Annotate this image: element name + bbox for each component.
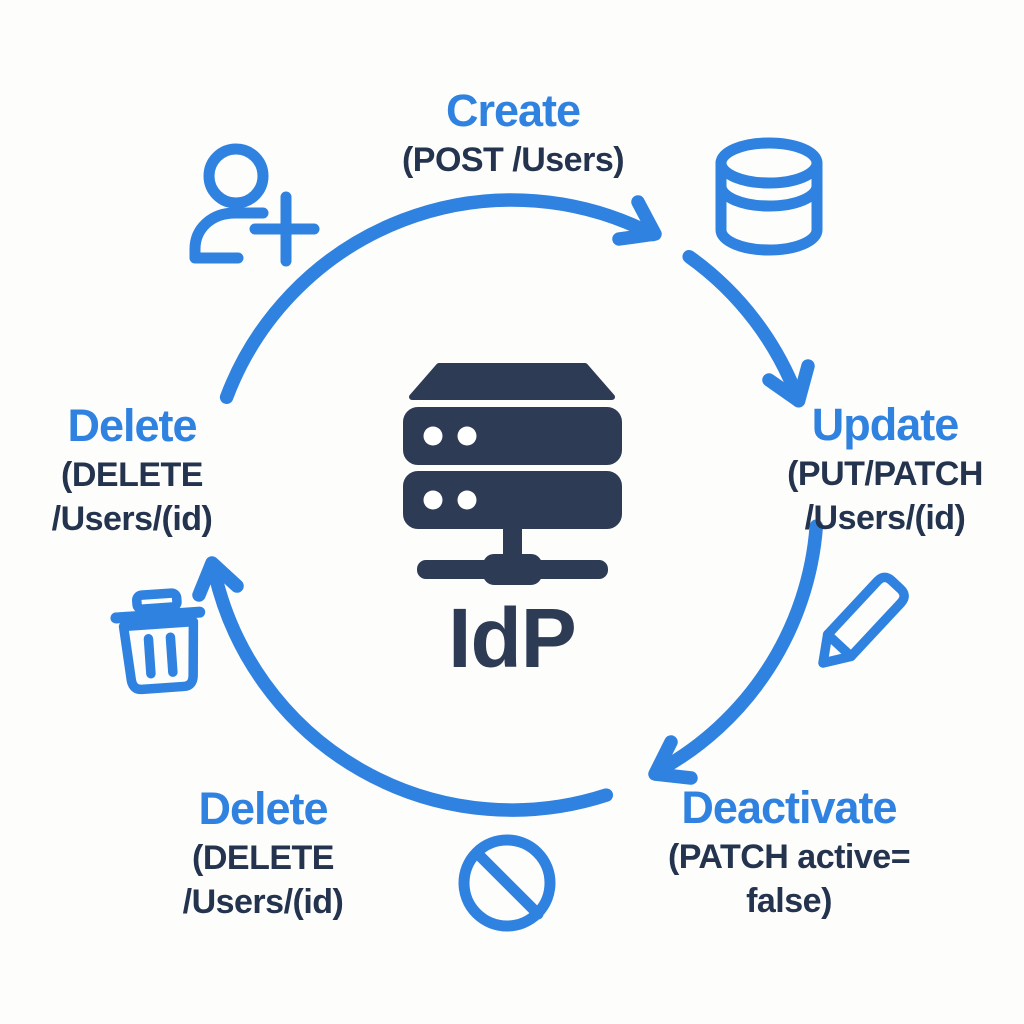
arrowhead-delete-left <box>192 556 244 602</box>
pencil-outline <box>818 572 909 668</box>
pencil-icon <box>818 572 909 668</box>
delete-bottom-method-line2: /Users/(id) <box>182 883 344 921</box>
trash-rim <box>110 606 206 624</box>
node-update: Update (PUT/PATCH /Users/(id) <box>787 398 983 540</box>
lifecycle-circle <box>192 193 824 817</box>
arc-update-to-deactivate <box>650 519 824 778</box>
trash-bar-right <box>165 632 178 677</box>
delete-left-method-line2: /Users/(id) <box>51 500 213 538</box>
no-entry-slash <box>471 847 544 920</box>
delete-left-title: Delete <box>67 400 197 451</box>
node-delete-left: Delete (DELETE /Users/(id) <box>52 399 213 541</box>
server-led <box>423 490 443 510</box>
create-title: Create <box>445 85 581 136</box>
update-method-line2: /Users/(id) <box>804 499 966 537</box>
arc-bottom-to-left <box>208 566 614 817</box>
trash-bar-left <box>143 634 156 679</box>
db-body <box>715 157 823 256</box>
deactivate-method-line2: false) <box>746 882 832 920</box>
no-entry-circle <box>458 834 556 932</box>
no-entry-icon <box>458 834 556 932</box>
node-create: Create (POST /Users) <box>401 84 625 182</box>
arc-top-to-update <box>682 249 806 408</box>
node-delete-bottom: Delete (DELETE /Users/(id) <box>183 782 344 924</box>
server-top <box>409 363 615 400</box>
server-icon <box>403 363 622 585</box>
db-middle-band <box>715 180 823 212</box>
user-body <box>189 207 269 264</box>
delete-bottom-method-line1: (DELETE <box>192 839 334 877</box>
database-icon <box>715 137 823 256</box>
update-title: Update <box>811 399 960 450</box>
trash-handle <box>132 588 182 614</box>
deactivate-method-line1: (PATCH active= <box>667 838 911 876</box>
node-deactivate: Deactivate (PATCH active= false) <box>667 781 911 923</box>
server-led <box>457 426 477 446</box>
server-network-hub <box>483 554 542 585</box>
arrowhead-update <box>762 359 815 408</box>
arrowhead-top-right <box>612 195 662 246</box>
pencil-tip-line <box>822 629 856 662</box>
idp-label: IdP <box>448 591 577 685</box>
deactivate-title: Deactivate <box>681 782 897 833</box>
server-led <box>457 490 477 510</box>
delete-bottom-title: Delete <box>198 783 328 834</box>
server-led <box>423 426 443 446</box>
user-add-icon <box>189 143 320 267</box>
server-unit-1 <box>403 407 622 465</box>
create-method: (POST /Users) <box>401 141 625 179</box>
db-top <box>715 137 823 189</box>
arrowhead-deactivate <box>648 735 698 785</box>
delete-left-method-line1: (DELETE <box>61 456 203 494</box>
trash-icon <box>110 588 206 695</box>
update-method-line1: (PUT/PATCH <box>787 455 983 493</box>
trash-body <box>118 616 199 695</box>
arc-left-to-top <box>219 193 660 404</box>
user-head <box>203 143 269 209</box>
